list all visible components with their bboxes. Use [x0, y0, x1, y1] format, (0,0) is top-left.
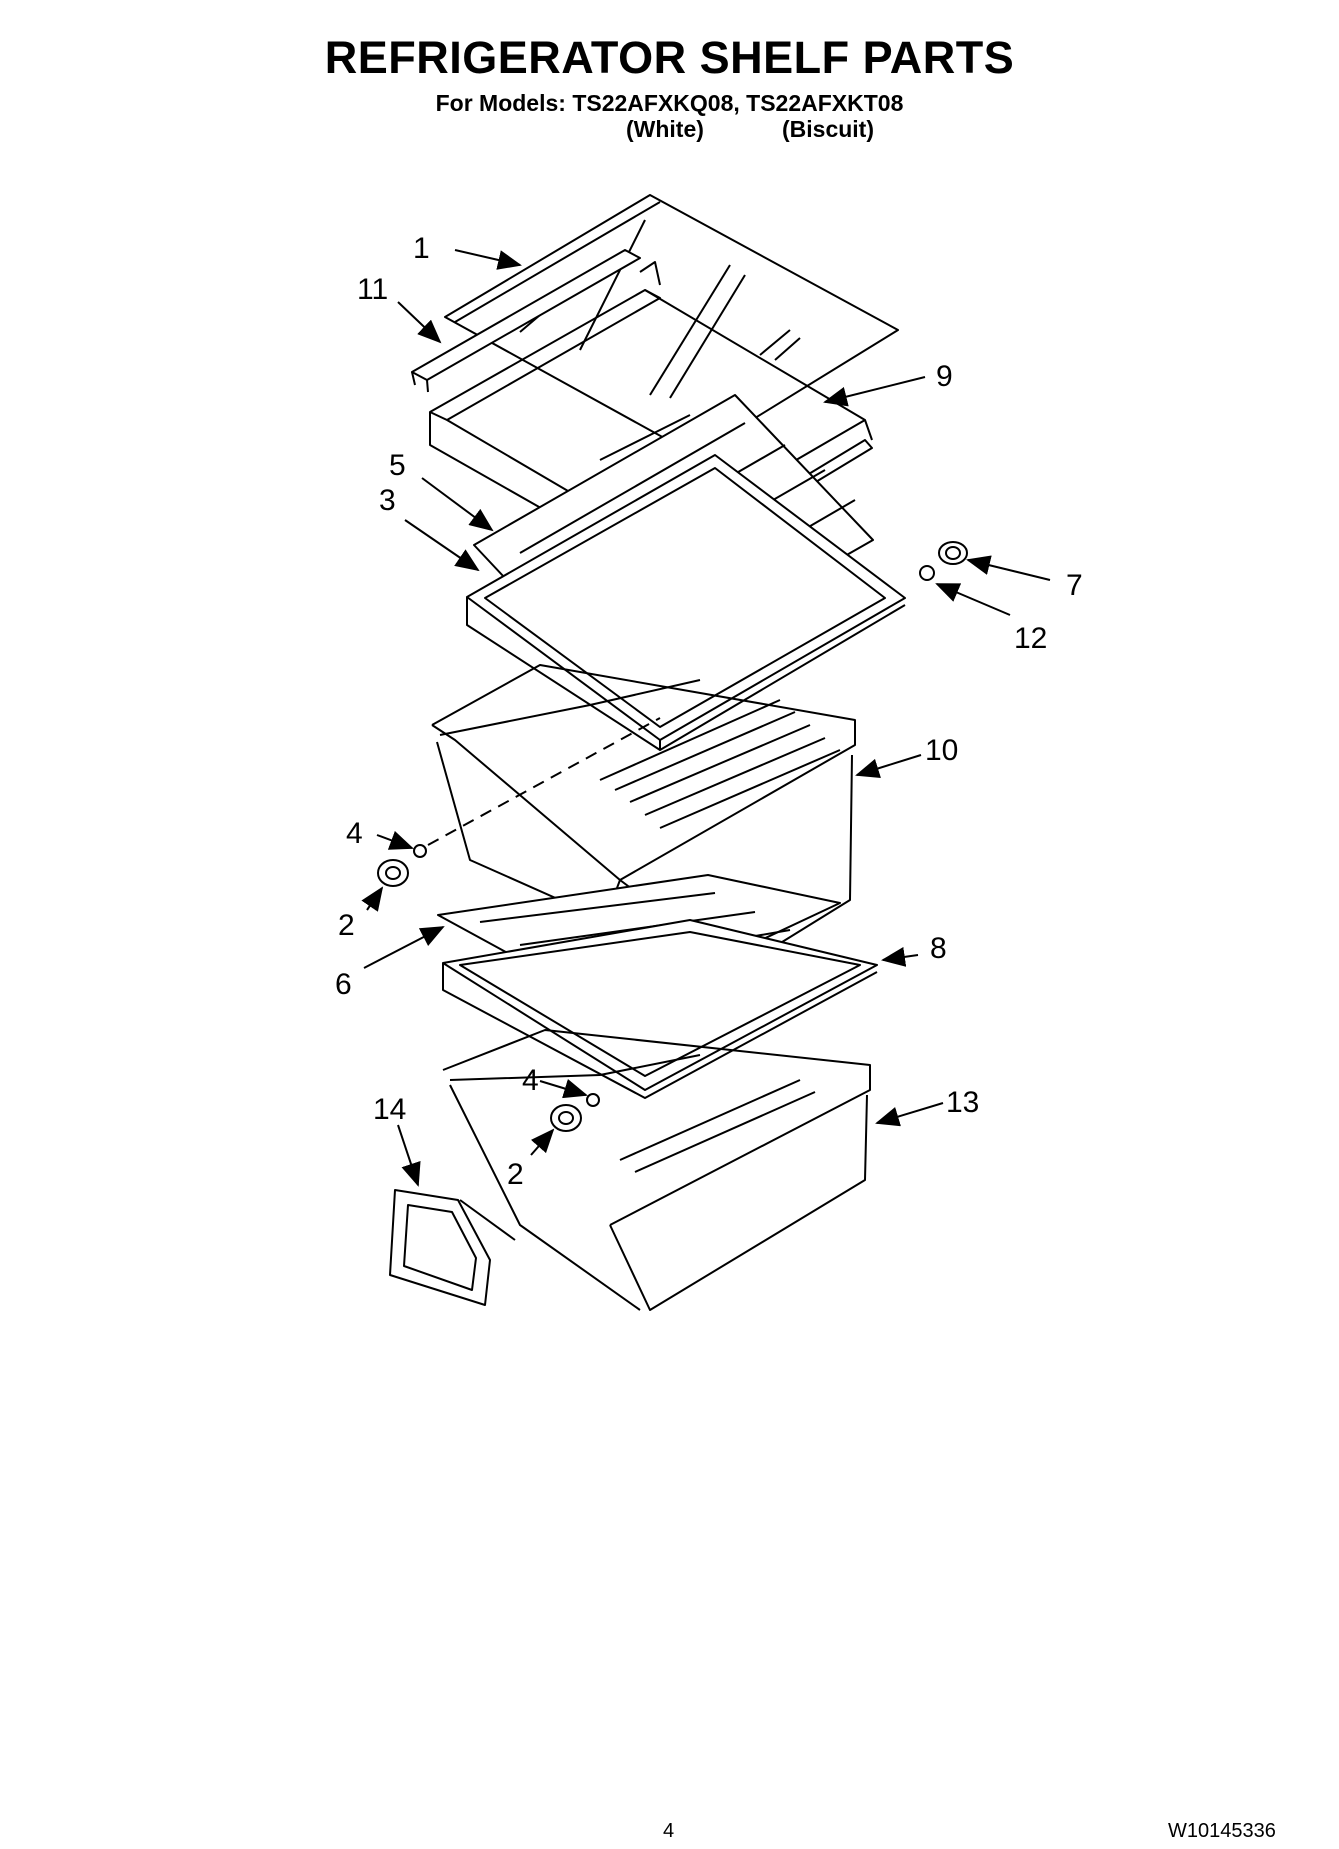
variant-biscuit: (Biscuit)	[782, 116, 874, 142]
variant-white: (White)	[626, 116, 704, 142]
front-trim-part-11	[411, 249, 641, 393]
callout-12: 12	[1014, 622, 1047, 655]
roller-part-2-upper	[377, 859, 409, 887]
roller-part-7	[938, 541, 968, 565]
callout-13: 13	[946, 1086, 979, 1119]
drawer-label-part-14	[389, 1189, 516, 1306]
page-number: 4	[663, 1820, 675, 1842]
screw-part-12	[919, 565, 935, 581]
callout-9: 9	[936, 360, 953, 393]
model-list: For Models: TS22AFXKQ08, TS22AFXKT08	[435, 90, 904, 116]
glass-shelf-part-1	[444, 194, 899, 456]
screw-part-4-lower	[586, 1093, 600, 1107]
crisper-frame-part-8	[442, 919, 878, 1099]
page-title: REFRIGERATOR SHELF PARTS	[324, 32, 1015, 83]
callout-6: 6	[335, 968, 352, 1001]
callout-3: 3	[379, 484, 396, 517]
callout-8: 8	[930, 932, 947, 965]
callout-2-lower: 2	[507, 1158, 524, 1191]
callout-14: 14	[373, 1093, 406, 1126]
document-number: W10145336	[1168, 1820, 1276, 1842]
leader-lines	[361, 249, 1051, 1187]
screw-part-4-upper	[413, 844, 427, 858]
callout-11: 11	[357, 273, 388, 306]
callout-7: 7	[1066, 569, 1083, 602]
callout-1: 1	[413, 232, 430, 265]
callout-4-lower: 4	[522, 1064, 539, 1097]
crisper-drawer-part-13	[442, 1029, 871, 1311]
callout-2-upper: 2	[338, 909, 355, 942]
crisper-frame-part-3	[466, 454, 906, 751]
roller-part-2-lower	[550, 1104, 582, 1132]
callout-5: 5	[389, 449, 406, 482]
callout-4-upper: 4	[346, 817, 363, 850]
callout-10: 10	[925, 734, 958, 767]
